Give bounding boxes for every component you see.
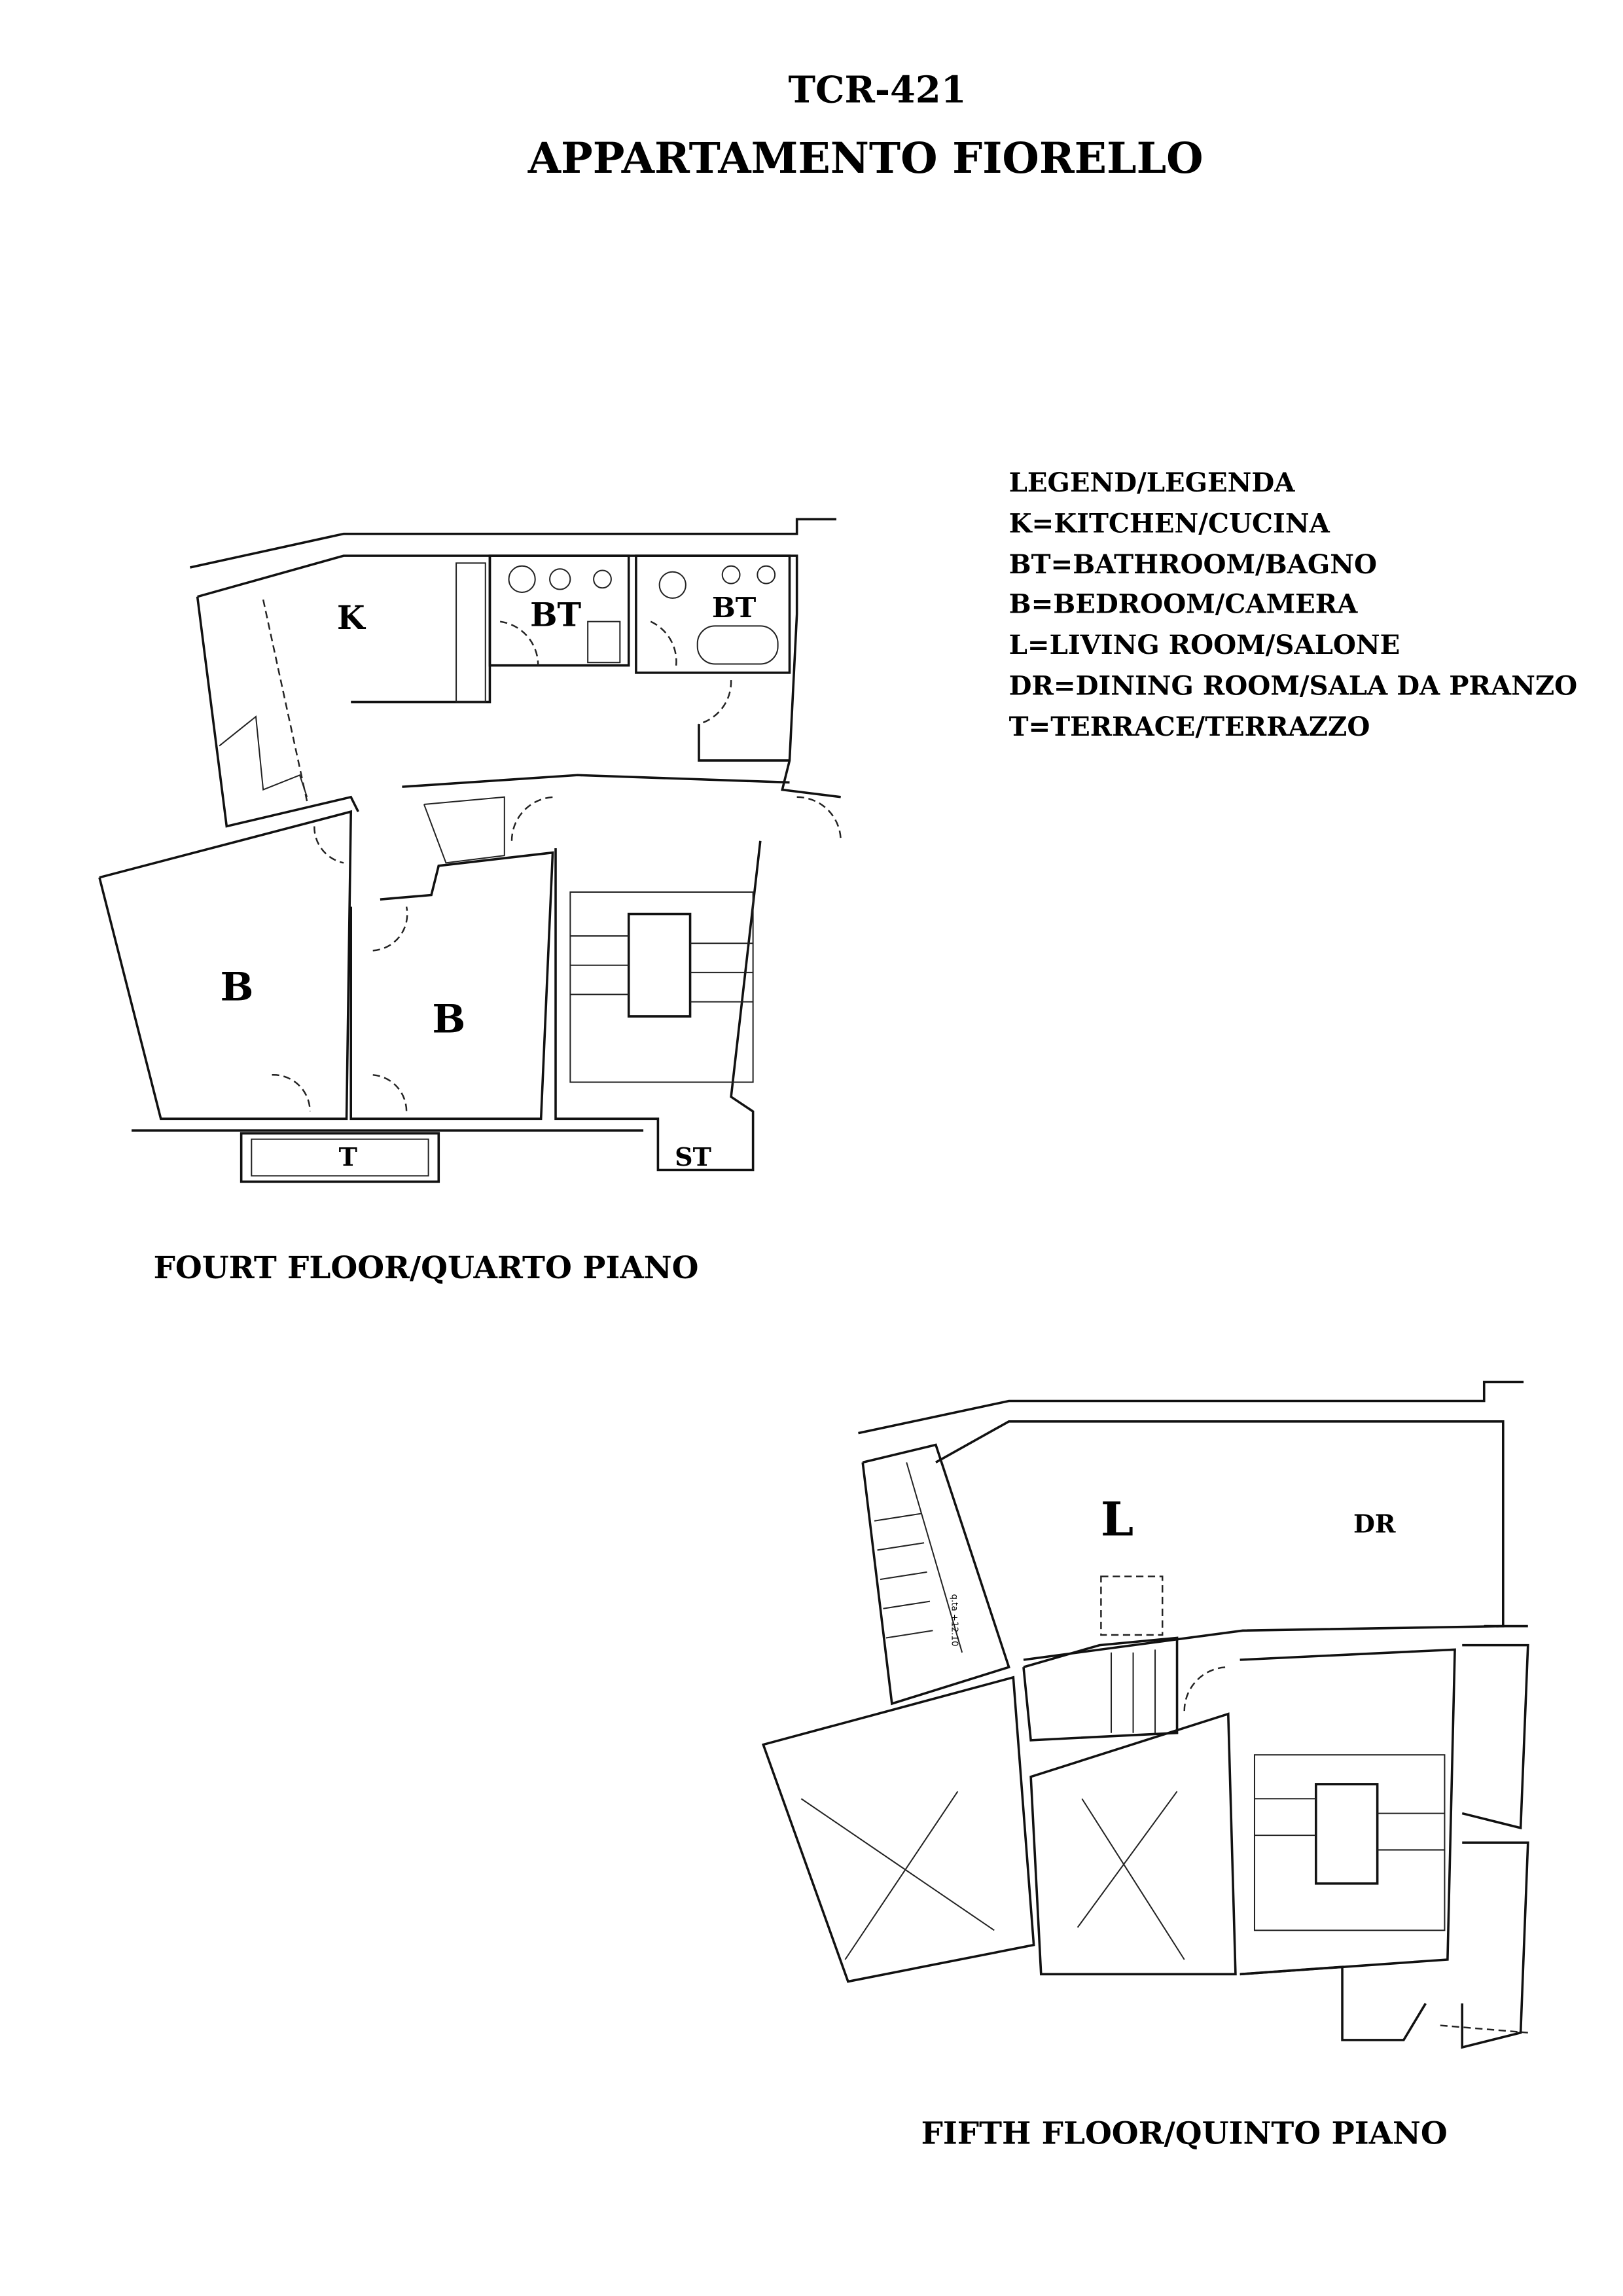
room-label-bedroom: B: [432, 996, 465, 1042]
fourth-floor-plan: [98, 518, 842, 1183]
legend-item: T=TERRACE/TERRAZZO: [1009, 711, 1370, 742]
room-label-bathroom: BT: [712, 592, 757, 624]
legend-item: K=KITCHEN/CUCINA: [1009, 508, 1330, 539]
fourth-floor-caption: FOURT FLOOR/QUARTO PIANO: [154, 1250, 699, 1286]
room-label-kitchen: K: [337, 599, 366, 637]
room-label-storage: ST: [675, 1142, 711, 1172]
legend-item: BT=BATHROOM/BAGNO: [1009, 549, 1377, 580]
page-title: APPARTAMENTO FIORELLO: [527, 134, 1204, 183]
property-code: TCR-421: [788, 69, 966, 112]
legend-item: L=LIVING ROOM/SALONE: [1009, 630, 1400, 660]
room-label-living: L: [1101, 1492, 1133, 1547]
fifth-floor-caption: FIFTH FLOOR/QUINTO PIANO: [921, 2116, 1448, 2152]
room-label-bathroom: BT: [530, 596, 582, 634]
room-label-dining: DR: [1353, 1509, 1396, 1539]
legend-heading: LEGEND/LEGENDA: [1009, 467, 1296, 498]
legend-item: B=BEDROOM/CAMERA: [1009, 588, 1359, 619]
room-label-bedroom: B: [220, 963, 253, 1010]
legend: LEGEND/LEGENDA K=KITCHEN/CUCINA BT=BATHR…: [1009, 467, 1578, 742]
room-label-terrace: T: [339, 1142, 357, 1172]
level-note: q.ta +12.10: [949, 1594, 959, 1646]
legend-item: DR=DINING ROOM/SALA DA PRANZO: [1009, 670, 1578, 701]
fifth-floor-plan: q.ta +12.10: [761, 1380, 1529, 2049]
